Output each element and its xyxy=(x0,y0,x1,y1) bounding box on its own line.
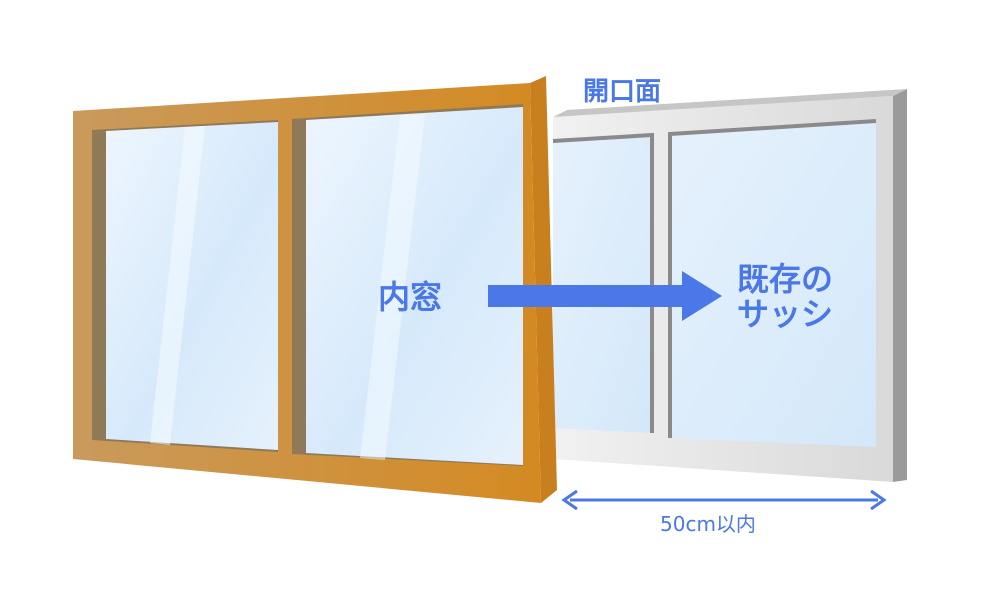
existing-sash-label-line2: サッシ xyxy=(737,295,833,333)
distance-arrow xyxy=(561,489,887,511)
existing-sash-frame-side xyxy=(893,89,907,482)
opening-face-label: 開口面 xyxy=(583,77,661,107)
existing-sash-label-line1: 既存の xyxy=(737,260,833,298)
inner-window xyxy=(73,76,557,503)
existing-sash-frame-top xyxy=(553,89,907,117)
inner-window-label: 内窓 xyxy=(378,278,442,316)
existing-sash xyxy=(552,89,907,482)
existing-sash-pane-right xyxy=(670,121,876,447)
direction-arrow xyxy=(488,271,722,321)
distance-label: 50cm以内 xyxy=(660,512,756,536)
existing-sash-pane-left xyxy=(553,135,652,433)
